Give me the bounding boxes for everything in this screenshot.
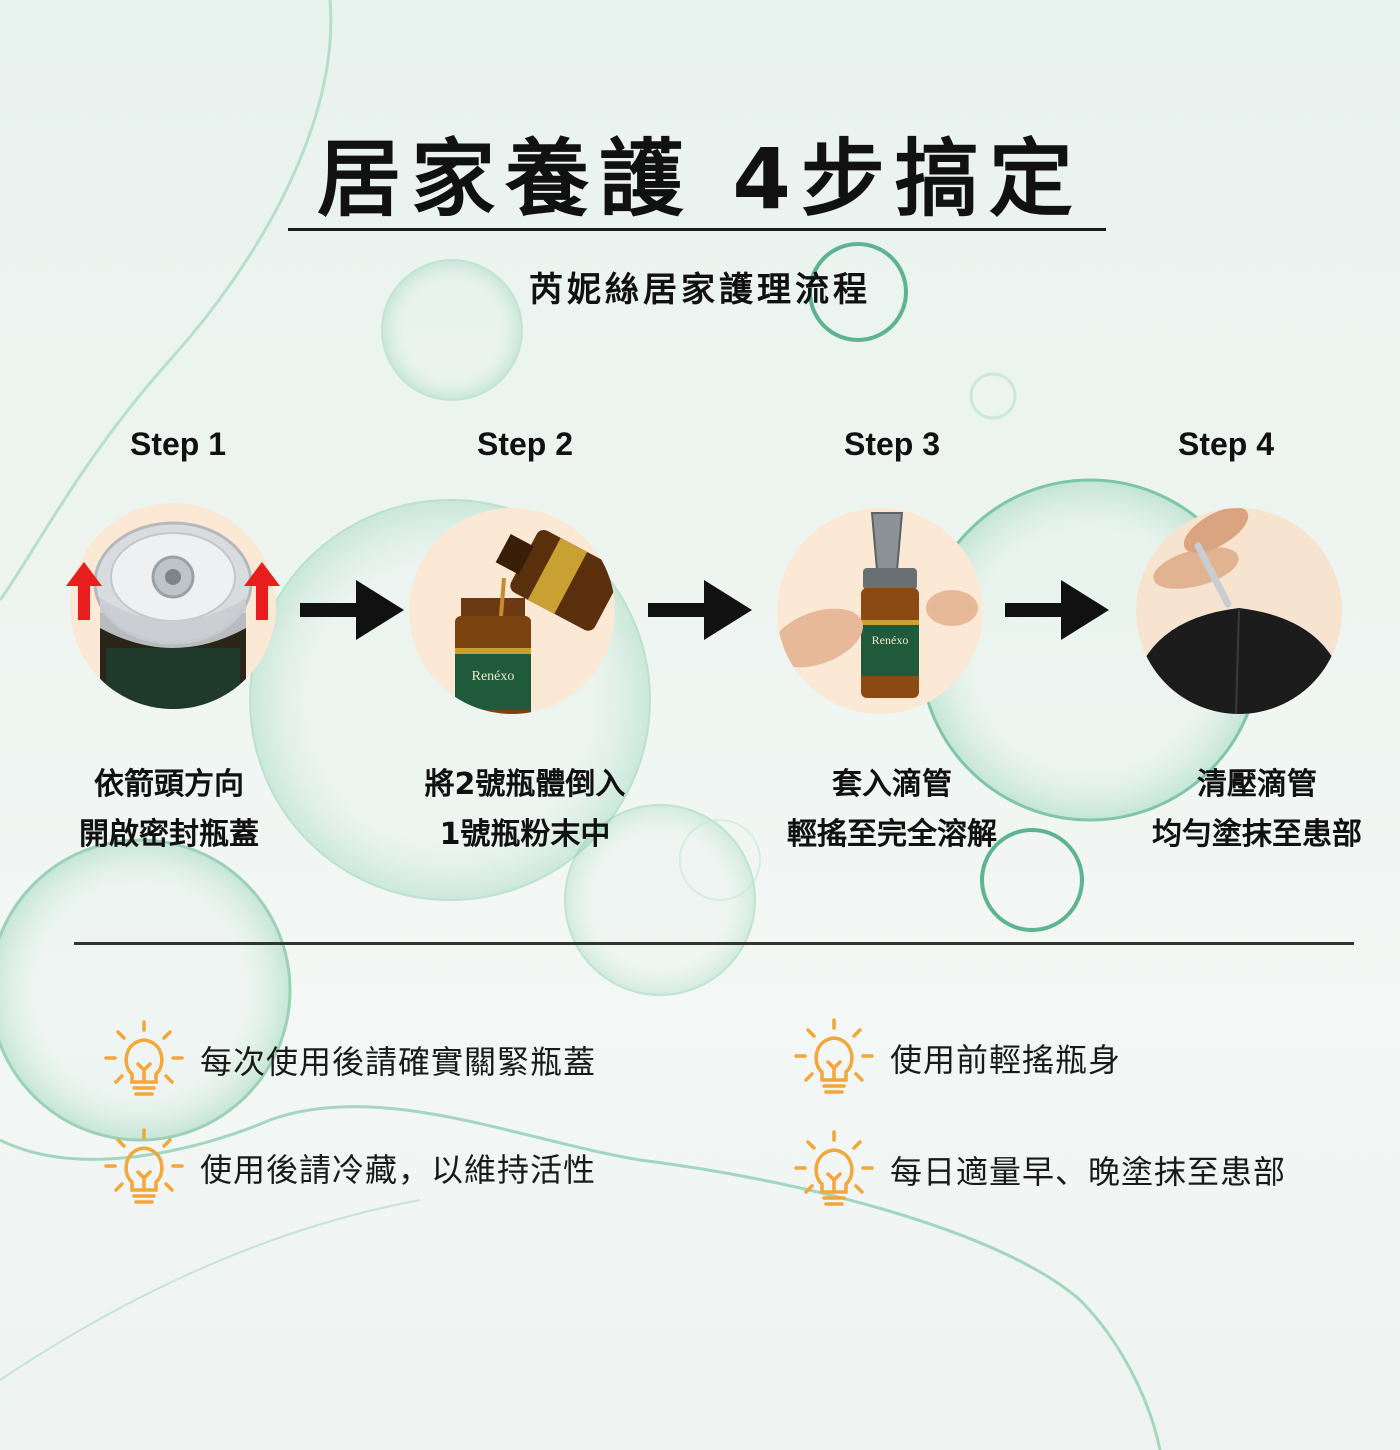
page-subtitle: 芮妮絲居家護理流程 [529,270,871,310]
tip-text: 使用前輕搖瓶身 [890,1041,1122,1079]
step-4-description: 清壓滴管 均勻塗抹至患部 [1092,760,1400,860]
tip-text: 每次使用後請確實關緊瓶蓋 [200,1043,597,1081]
right-arrow-icon [648,580,752,640]
step-3-label: Step 3 [843,426,941,462]
lightbulb-icon [794,1130,874,1206]
step-1-line-1: 依箭頭方向 [94,767,244,802]
step-3-description: 套入滴管 輕搖至完全溶解 [727,760,1057,860]
step-4-photo [1136,508,1342,714]
step-3-photo: Renéxo [777,508,983,714]
lightbulb-icon [794,1018,874,1094]
right-arrow-icon [300,580,404,640]
tip-text: 使用後請冷藏，以維持活性 [200,1151,597,1189]
tip-item: 使用前輕搖瓶身 [794,1018,1121,1098]
step-4-line-2: 均勻塗抹至患部 [1152,817,1362,852]
product-label: Renéxo [872,633,909,647]
up-arrow-icon [66,562,102,620]
tip-item: 每次使用後請確實關緊瓶蓋 [104,1020,596,1100]
tip-item: 每日適量早、晚塗抹至患部 [794,1130,1286,1210]
right-arrow-icon [1005,580,1109,640]
page-title: 居家養護 4步搞定 [317,130,1083,228]
step-4-line-1: 清壓滴管 [1197,767,1317,802]
lightbulb-icon [104,1128,184,1204]
step-2-label: Step 2 [476,426,574,462]
step-2-description: 將2號瓶體倒入 1號瓶粉末中 [360,760,690,860]
product-label: Renéxo [472,669,515,684]
lightbulb-icon [104,1020,184,1096]
step-3-line-1: 套入滴管 [832,767,952,802]
step-4-label: Step 4 [1177,426,1275,462]
step-3-line-2: 輕搖至完全溶解 [787,817,997,852]
step-2-line-2: 1號瓶粉末中 [439,817,611,852]
tip-item: 使用後請冷藏，以維持活性 [104,1128,596,1208]
title-underline [288,228,1106,231]
step-1-description: 依箭頭方向 開啟密封瓶蓋 [4,760,334,860]
step-2-line-1: 將2號瓶體倒入 [424,767,626,802]
step-2-photo: Renéxo [409,508,615,714]
tip-text: 每日適量早、晚塗抹至患部 [890,1153,1287,1191]
section-divider [74,942,1354,945]
step-1-photo [70,503,276,709]
step-1-line-2: 開啟密封瓶蓋 [79,817,259,852]
up-arrow-icon [244,562,280,620]
step-1-label: Step 1 [129,426,227,462]
